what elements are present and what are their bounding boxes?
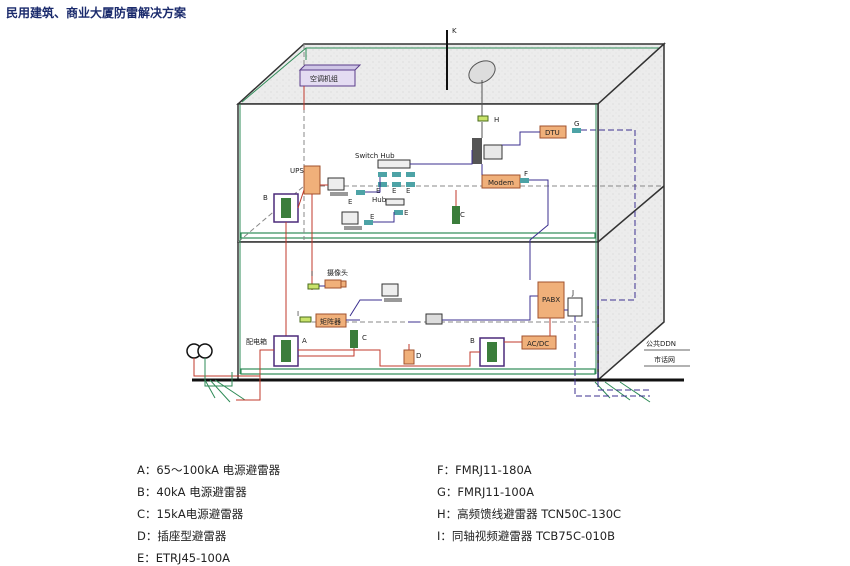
label-e5: E bbox=[348, 198, 352, 206]
server-icon bbox=[472, 138, 503, 164]
camera-icon bbox=[324, 279, 347, 289]
label-e4: E bbox=[404, 209, 408, 217]
label-j: J bbox=[571, 289, 574, 297]
legend-item-d: D：插座型避雷器 bbox=[137, 529, 227, 543]
satellite-dish-icon bbox=[468, 60, 496, 92]
public-ddn-label: 公共DDN bbox=[646, 339, 676, 348]
label-b1: B bbox=[263, 194, 268, 202]
acdc-label: AC/DC bbox=[527, 340, 549, 348]
legend-item-e: E：ETRJ45-100A bbox=[137, 551, 231, 565]
camera-label: 摄像头 bbox=[327, 268, 348, 277]
legend-item-i: I：同轴视频避雷器 TCB75C-010B bbox=[437, 529, 615, 543]
legend-item-b: B：40kA 电源避雷器 bbox=[137, 485, 247, 499]
label-c1: C bbox=[460, 211, 465, 219]
ac-unit-label: 空调机组 bbox=[310, 74, 338, 83]
computer-icon-1 bbox=[327, 177, 348, 196]
label-e3: E bbox=[406, 187, 410, 195]
city-network-label: 市话网 bbox=[654, 355, 675, 364]
socket-d bbox=[403, 349, 415, 365]
hub-box bbox=[385, 198, 405, 206]
label-h: H bbox=[494, 116, 499, 124]
switch-hub-label: Switch Hub bbox=[355, 152, 395, 160]
computer-icon-2 bbox=[341, 211, 362, 230]
legend-item-h: H：高频馈线避雷器 TCN50C-130C bbox=[437, 507, 622, 521]
legend-item-a: A：65～100kA 电源避雷器 bbox=[137, 463, 281, 477]
lightning-protection-diagram: K 空调机组 H DTU G Modem F Switch Hub E E E bbox=[186, 27, 690, 403]
matrix-label: 矩阵器 bbox=[320, 317, 341, 326]
transformer-icon bbox=[186, 343, 213, 359]
pabx-label: PABX bbox=[542, 296, 560, 304]
label-b2: B bbox=[470, 337, 475, 345]
label-f: F bbox=[524, 170, 528, 178]
fax-icon bbox=[425, 313, 443, 325]
computer-icon-3 bbox=[381, 283, 402, 302]
hub-label: Hub bbox=[372, 196, 387, 204]
building-side-wall bbox=[597, 42, 665, 382]
dtu-label: DTU bbox=[545, 129, 560, 137]
label-e1: E bbox=[376, 187, 380, 195]
legend-item-c: C：15kA电源避雷器 bbox=[137, 507, 244, 521]
modem-label: Modem bbox=[488, 179, 514, 187]
switch-hub-box bbox=[377, 159, 411, 169]
label-a: A bbox=[302, 337, 307, 345]
label-e2: E bbox=[392, 187, 396, 195]
page-title: 民用建筑、商业大厦防雷解决方案 bbox=[6, 6, 187, 20]
ups-label: UPS bbox=[290, 167, 304, 175]
label-k: K bbox=[452, 27, 457, 35]
label-i1: I bbox=[311, 270, 313, 278]
ups-box bbox=[303, 165, 321, 195]
ac-unit: 空调机组 bbox=[298, 64, 362, 87]
label-e6: E bbox=[370, 213, 374, 221]
legend-item-f: F：FMRJ11-180A bbox=[437, 463, 532, 477]
label-g: G bbox=[574, 120, 579, 128]
label-c2: C bbox=[362, 334, 367, 342]
label-i2: I bbox=[297, 310, 299, 318]
label-d: D bbox=[416, 352, 421, 360]
distribution-box-label: 配电箱 bbox=[246, 337, 267, 346]
protector-j bbox=[567, 297, 583, 317]
legend-item-g: G：FMRJ11-100A bbox=[437, 485, 534, 499]
pabx-box bbox=[537, 281, 565, 319]
